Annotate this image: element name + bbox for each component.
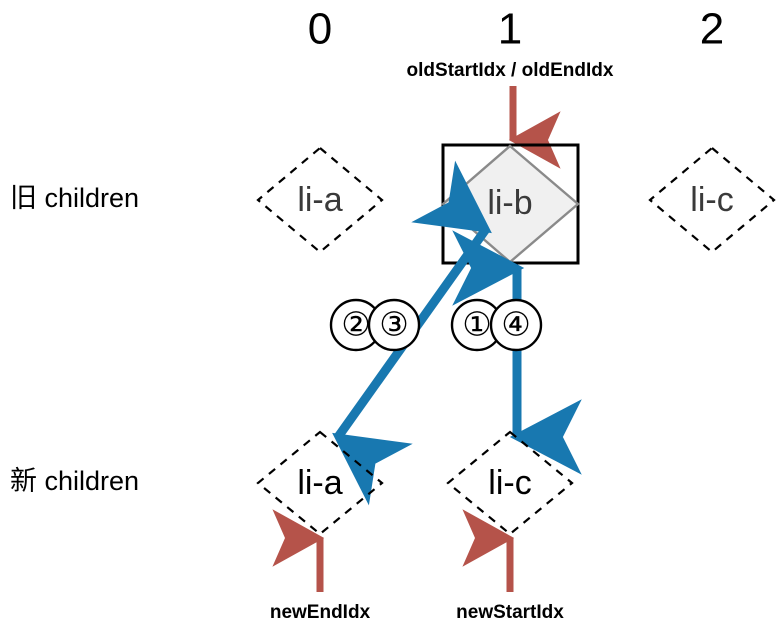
step-badge-3: ③ (367, 298, 421, 352)
step-circle (367, 298, 421, 352)
pointer-label-new-start-idx: newStartIdx (456, 602, 564, 623)
pointer-label-old-start-end: oldStartIdx / oldEndIdx (407, 60, 614, 81)
new-node-li-c-label: li-c (488, 464, 531, 502)
step-badge-3-label: ③ (379, 306, 409, 343)
row-label-new-children: 新 children (10, 466, 139, 496)
row-label-old-children: 旧 children (10, 183, 139, 213)
step-badge-1-label: ① (462, 306, 492, 343)
step-badge-4: ④ (489, 298, 543, 352)
column-index-2: 2 (700, 5, 724, 54)
old-node-li-a-label: li-a (297, 181, 342, 219)
step-circle (489, 298, 543, 352)
new-node-li-c[interactable]: li-c (446, 430, 574, 536)
old-node-li-b-label: li-b (487, 184, 532, 222)
step-badge-2: ② (329, 298, 383, 352)
column-index-0: 0 (308, 5, 332, 54)
new-node-li-a[interactable]: li-a (256, 430, 384, 536)
pointer-label-new-end-idx: newEndIdx (270, 602, 371, 623)
old-node-li-b[interactable]: li-b (441, 143, 580, 265)
step-badge-2-label: ② (341, 306, 371, 343)
old-node-li-c[interactable]: li-c (648, 146, 776, 254)
column-index-1: 1 (498, 5, 522, 54)
old-node-li-a[interactable]: li-a (256, 146, 384, 254)
old-node-li-c-label: li-c (690, 181, 733, 219)
step-badge-4-label: ④ (501, 306, 531, 343)
new-node-li-a-label: li-a (297, 464, 342, 502)
